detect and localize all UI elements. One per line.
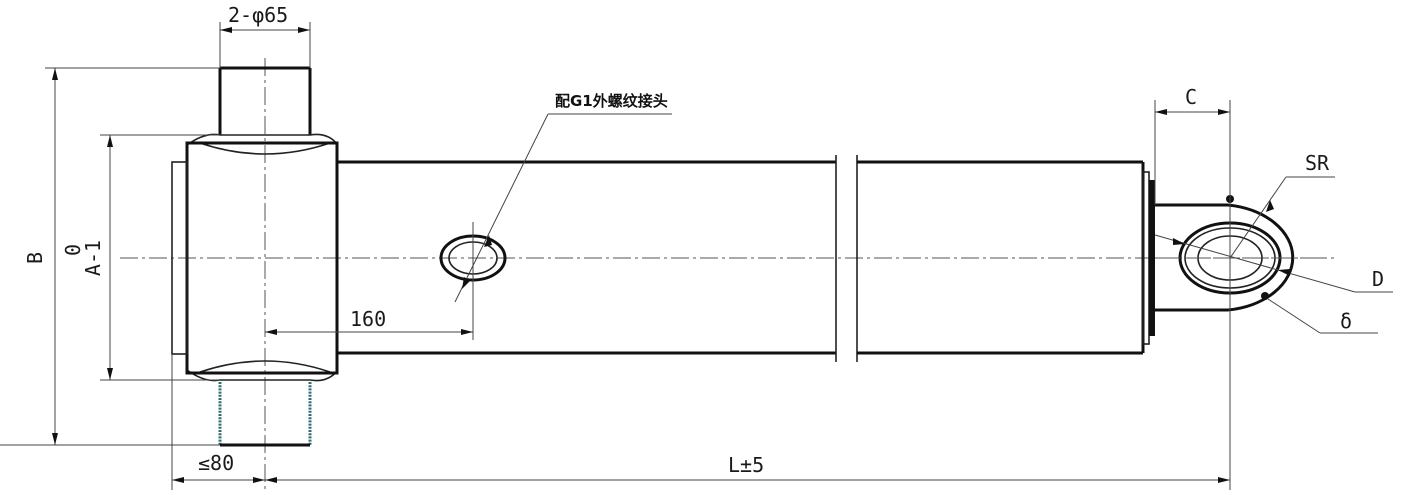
dim-160: 160 bbox=[265, 307, 473, 335]
dim-delta: δ bbox=[1267, 298, 1378, 334]
dim-A-label: A-1 bbox=[81, 240, 105, 276]
dim-trunnion-dia: 2-φ65 bbox=[219, 3, 311, 68]
port-note-label: 配G1外螺纹接头 bbox=[555, 92, 668, 110]
dim-delta-label: δ bbox=[1340, 309, 1352, 333]
top-trunnion bbox=[186, 66, 339, 155]
barrel-left bbox=[337, 155, 837, 362]
dim-B-label: B bbox=[23, 252, 47, 264]
oil-port bbox=[439, 222, 507, 340]
barrel-right bbox=[857, 160, 1155, 355]
dim-C-label: C bbox=[1185, 85, 1197, 109]
bottom-trunnion bbox=[186, 360, 339, 447]
dim-A-tolerance: 0 bbox=[61, 244, 85, 256]
dim-80-label: ≤80 bbox=[198, 451, 234, 475]
trunnion-dia-label: 2-φ65 bbox=[228, 3, 288, 27]
trunnion-block bbox=[171, 141, 339, 375]
dim-C: C bbox=[1154, 85, 1230, 205]
dim-160-label: 160 bbox=[350, 307, 386, 331]
rod-eye bbox=[1155, 100, 1320, 490]
dim-bottom: ≤80 L±5 bbox=[0, 354, 1230, 490]
dim-SR: SR bbox=[1229, 151, 1335, 259]
dim-B: B bbox=[23, 67, 220, 446]
dim-A: A-1 0 bbox=[61, 134, 220, 381]
dim-D-label: D bbox=[1372, 267, 1384, 291]
dim-L-label: L±5 bbox=[728, 453, 764, 477]
port-leader: 配G1外螺纹接头 bbox=[454, 92, 672, 303]
dim-D: D bbox=[1154, 234, 1393, 293]
dim-SR-label: SR bbox=[1305, 151, 1330, 175]
